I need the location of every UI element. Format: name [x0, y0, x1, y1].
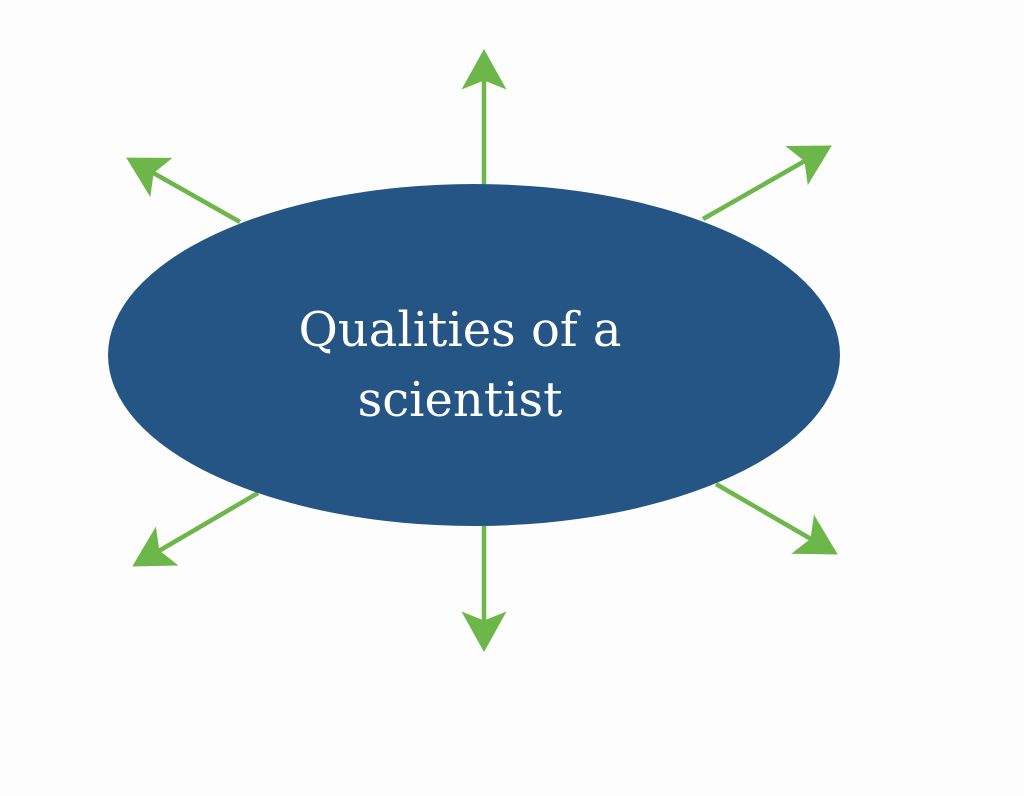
- arrow-down-right: [714, 482, 838, 555]
- center-ellipse: [108, 184, 840, 526]
- center-label: Qualities of a scientist: [280, 295, 640, 435]
- arrow-up-left: [126, 157, 242, 224]
- arrow-up-right: [701, 145, 832, 221]
- center-label-line2: scientist: [357, 372, 563, 428]
- center-label-line1: Qualities of a: [298, 302, 622, 358]
- arrow-down-left: [132, 491, 260, 567]
